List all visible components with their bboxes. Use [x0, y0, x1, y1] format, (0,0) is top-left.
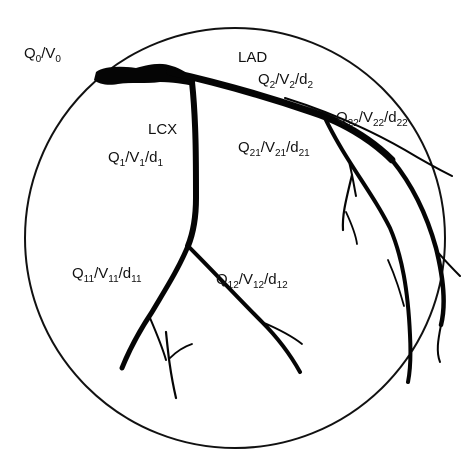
label-q0-v0: Q0/V0	[24, 45, 61, 65]
vessel-q21-twig-b	[346, 212, 357, 244]
label-q11-v11-d11: Q11/V11/d11	[72, 265, 142, 285]
vessel-q12	[188, 246, 300, 372]
label-lcx: LCX	[148, 121, 177, 138]
vessel-q11-twig	[150, 318, 166, 360]
vessel-lcx-q1	[188, 82, 196, 246]
label-q2-v2-d2: Q2/V2/d2	[258, 71, 314, 91]
vessel-q11-sub	[166, 332, 176, 398]
vessel-q12-twig	[262, 322, 302, 344]
label-q21-v21-d21: Q21/V21/d21	[238, 139, 310, 159]
label-q12-v12-d12: Q12/V12/d12	[216, 271, 288, 291]
label-q22-v22-d22: Q22/V22/d22	[336, 109, 408, 129]
vessel-q11	[122, 246, 188, 368]
vessel-lad-q22-tail	[438, 325, 441, 362]
vessel-q11-sub-twig	[170, 344, 192, 358]
label-q1-v1-d1: Q1/V1/d1	[108, 149, 164, 169]
label-lad: LAD	[238, 49, 267, 66]
vessel-q21	[325, 118, 410, 382]
